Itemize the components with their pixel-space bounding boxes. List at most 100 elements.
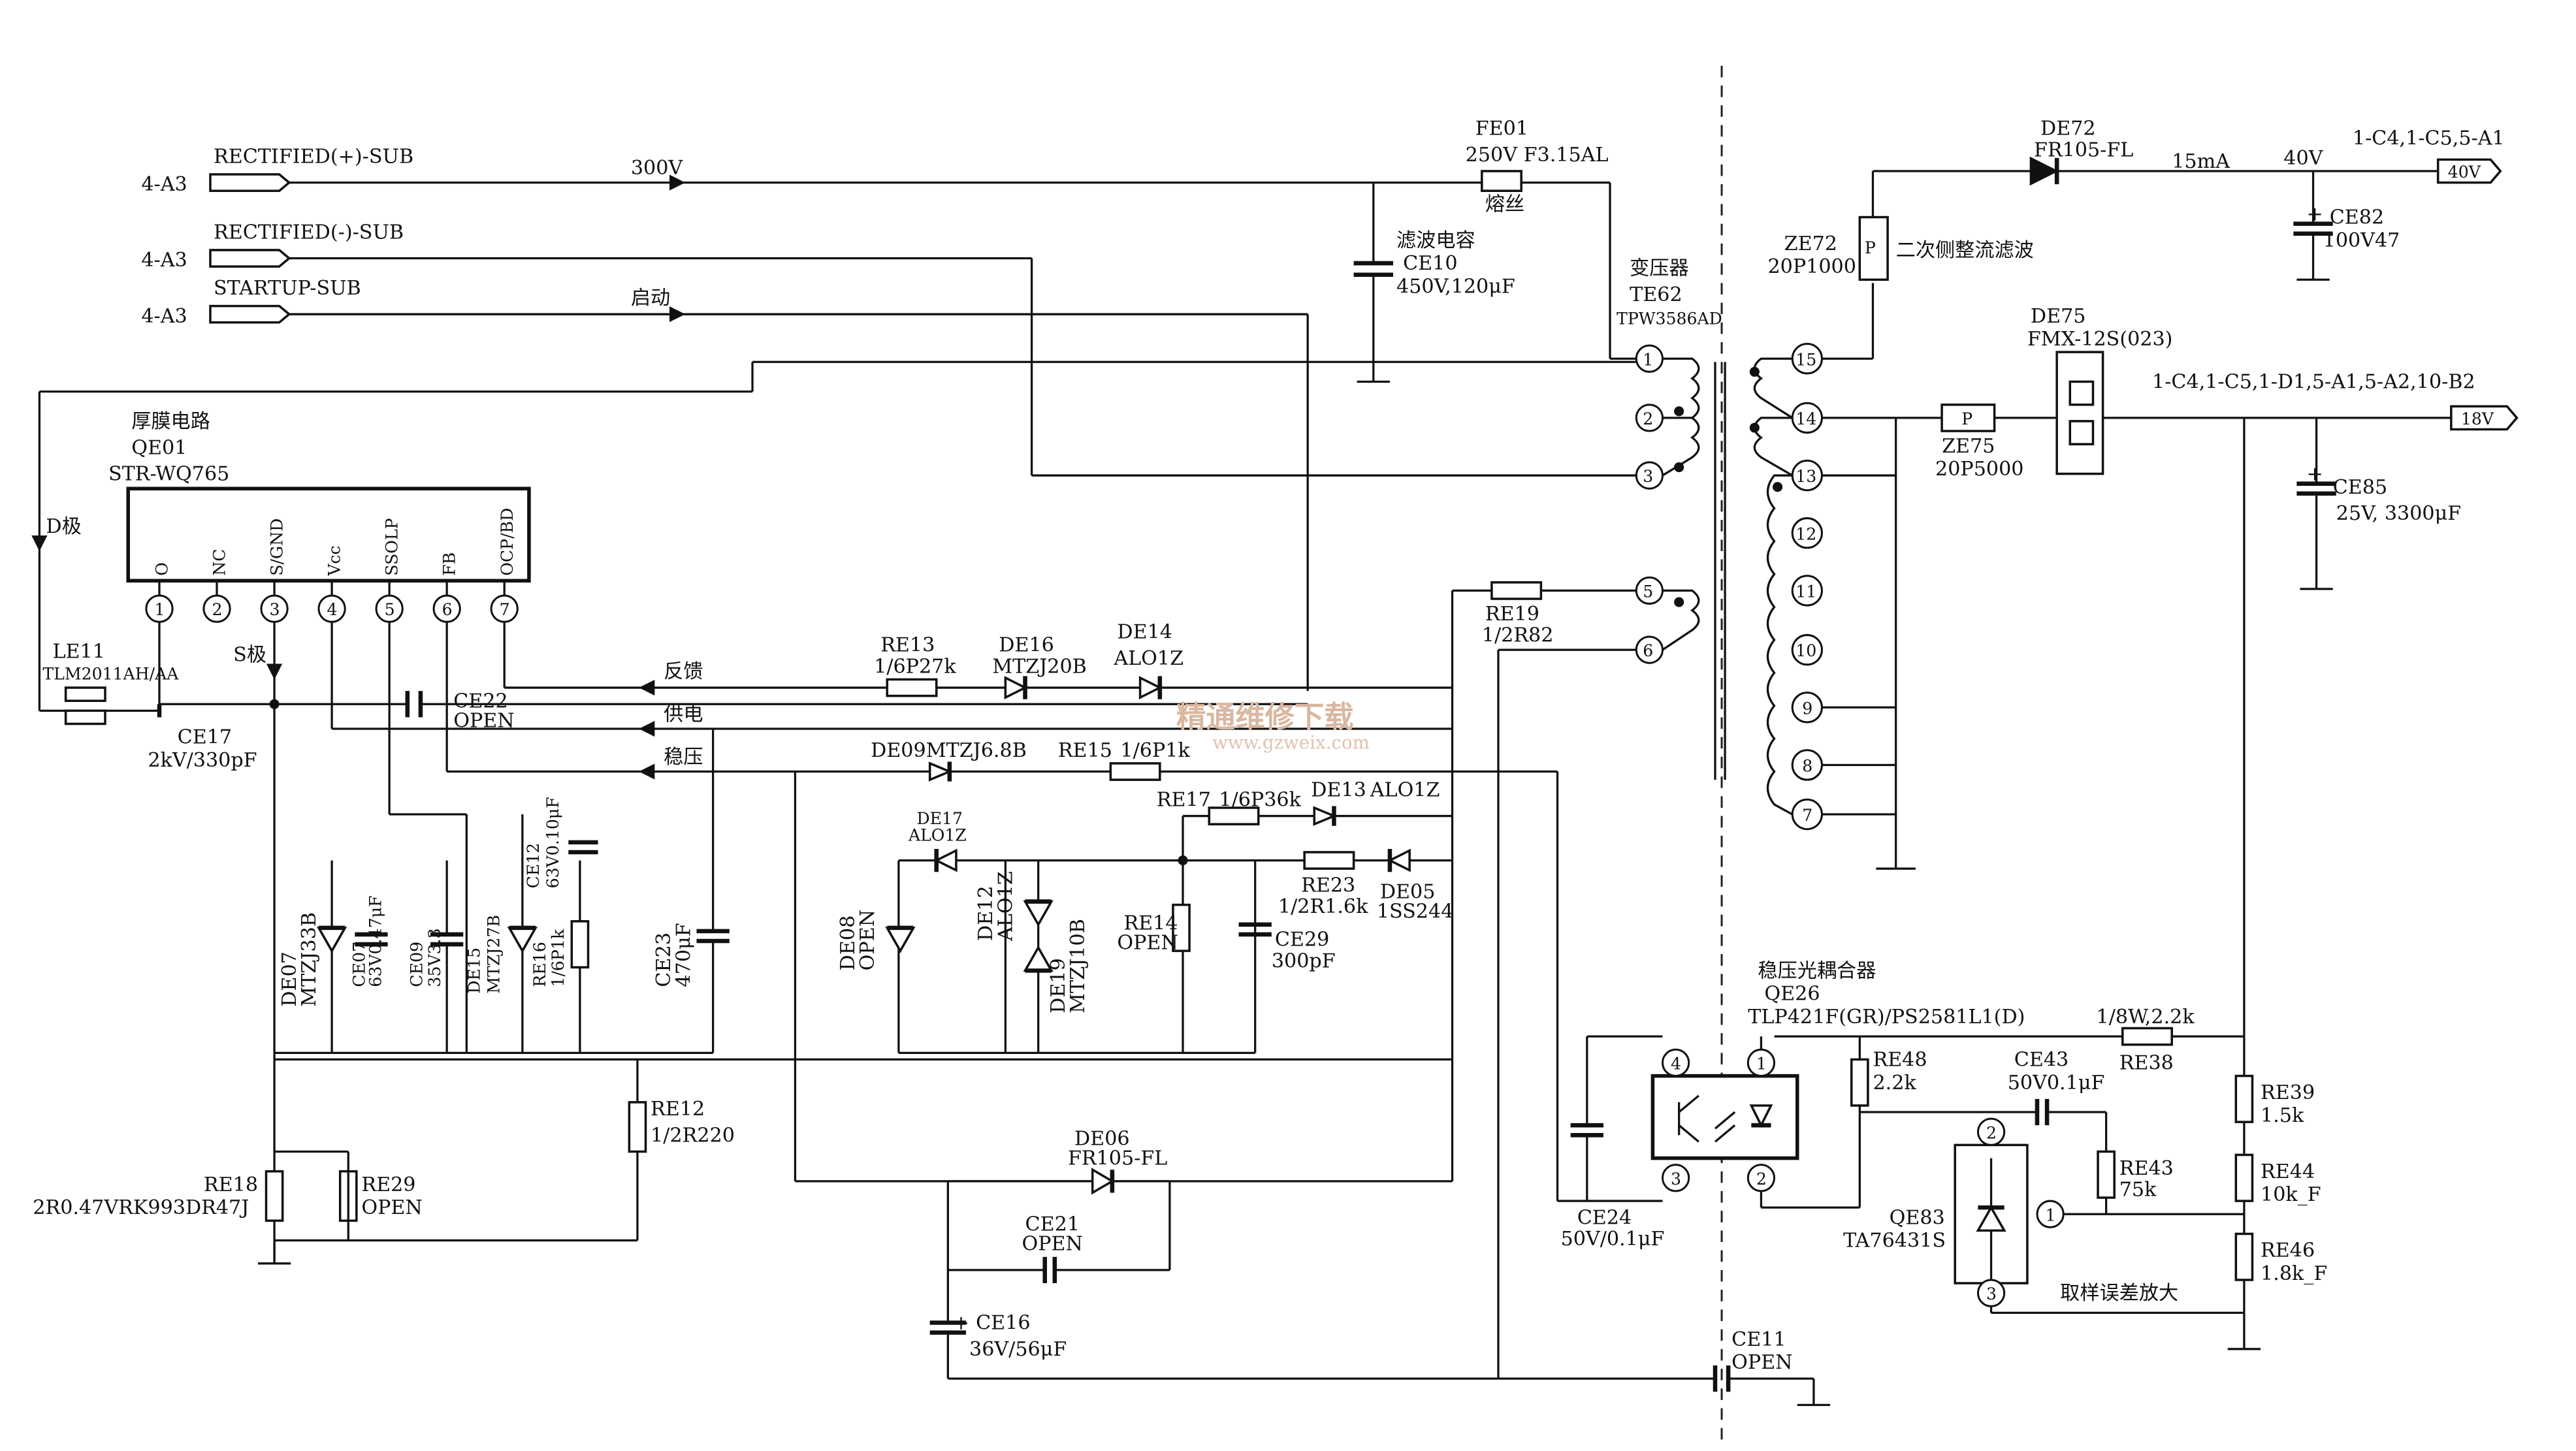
ce11-value: OPEN: [1731, 1351, 1792, 1374]
fuse-name: 熔丝: [1485, 193, 1524, 215]
re29-value: OPEN: [361, 1196, 422, 1219]
svg-text:8: 8: [1802, 757, 1812, 776]
re43-ref: RE43: [2119, 1157, 2174, 1180]
ic-pin-3: S/GND 3: [260, 518, 289, 623]
fuse-ref: FE01: [1475, 118, 1528, 140]
input-label: STARTUP-SUB: [214, 277, 361, 300]
drain-wire: D极: [31, 355, 1637, 711]
re18-ref: RE18: [204, 1173, 258, 1196]
tag-18v: 18V: [2461, 409, 2494, 428]
ce16-value: 36V/56μF: [969, 1338, 1067, 1361]
svg-text:7: 7: [500, 600, 510, 619]
svg-text:7: 7: [1802, 806, 1812, 825]
fuse-rating: 250V F3.15AL: [1466, 144, 1609, 167]
svg-text:14: 14: [1795, 409, 1816, 428]
svg-text:2: 2: [1643, 409, 1653, 428]
svg-text:1: 1: [2046, 1205, 2056, 1224]
ce12-ref: CE12: [524, 843, 543, 889]
node-720: DE17 ALO1Z RE23 1/2R1.6k DE05 1SS244: [897, 809, 1453, 1053]
svg-text:1: 1: [1643, 350, 1653, 369]
re18-value: 2R0.47VRK993DR47J: [33, 1196, 249, 1219]
ic-pin-2: NC 2: [202, 549, 231, 623]
qe26-ref: QE26: [1764, 983, 1820, 1006]
input-ref: 4-A3: [141, 305, 187, 328]
ce85-ref: CE85: [2333, 476, 2387, 499]
de75-value: FMX-12S(023): [2027, 328, 2173, 351]
transformer-name: 变压器: [1630, 257, 1689, 280]
input-label: RECTIFIED(-)-SUB: [214, 221, 404, 244]
svg-text:+: +: [953, 1312, 969, 1335]
de05-ref: DE05: [1380, 881, 1436, 904]
re46-ref: RE46: [2261, 1239, 2315, 1262]
svg-text:FB: FB: [440, 552, 459, 576]
de13-ref: DE13: [1311, 778, 1366, 801]
qe26-value: TLP421F(GR)/PS2581L1(D): [1748, 1006, 2025, 1028]
ic-pin-1: O 1: [145, 562, 174, 623]
re48-value: 2.2k: [1873, 1072, 1916, 1094]
svg-text:NC: NC: [210, 549, 229, 575]
svg-text:15: 15: [1795, 350, 1816, 369]
ce07-value: 63V0.47μF: [366, 895, 385, 987]
ce17-ref: CE17: [178, 726, 232, 749]
ce16-ref: CE16: [976, 1312, 1030, 1335]
de14-ref: DE14: [1117, 620, 1172, 643]
ce22-ref: CE22: [453, 690, 507, 712]
de15-value: MTZJ27B: [485, 915, 504, 994]
supply-rectifier: DE06 FR105-FL CE21 OPEN + CE16 36V/56μF: [929, 1127, 1498, 1380]
de13-value: ALO1Z: [1370, 778, 1440, 801]
output-18v: P ZE75 20P5000 DE75 FMX-12S(023) 1-C4,1-…: [1822, 305, 2519, 1349]
de19-value: MTZJ10B: [1067, 919, 1089, 1013]
ce07-ref: CE07: [349, 942, 368, 987]
sampling-amp-label: 取样误差放大: [2060, 1282, 2178, 1305]
ce43-value: 50V0.1μF: [2008, 1072, 2105, 1094]
watermark-url: www.gzweix.com: [1212, 731, 1370, 753]
transformer-part: TPW3586AD: [1617, 309, 1722, 328]
ce09-ref: CE09: [407, 942, 426, 987]
filter-cap-value: 450V,120μF: [1396, 275, 1515, 298]
re16-ref: RE16: [530, 942, 549, 987]
startup-label: 启动: [631, 287, 670, 310]
s-pole-label: S极: [233, 644, 266, 667]
de14-value: ALO1Z: [1113, 647, 1183, 670]
input-ref: 4-A3: [141, 173, 187, 196]
svg-text:+: +: [2306, 203, 2323, 226]
feedback-label: 反馈: [664, 660, 703, 683]
re14-ref: RE14: [1123, 912, 1178, 934]
svg-text:1: 1: [1756, 1055, 1767, 1074]
ic-pin-4: Vcc 4: [317, 545, 346, 623]
svg-text:6: 6: [442, 600, 453, 619]
re12-value: 1/2R220: [651, 1124, 735, 1147]
de75-ref: DE75: [2031, 305, 2086, 328]
tag-40v: 40V: [2448, 163, 2481, 182]
re29-ref: RE29: [361, 1173, 415, 1196]
secondary-filter-label: 二次侧整流滤波: [1896, 239, 2034, 262]
svg-text:6: 6: [1643, 641, 1653, 660]
ze72-value: 20P1000: [1767, 255, 1856, 278]
de17-value: ALO1Z: [908, 825, 967, 844]
de07-ref: DE07: [278, 951, 301, 1007]
fuse-fe01: FE01 250V F3.15AL 熔丝: [1466, 118, 1611, 359]
de17-ref: DE17: [917, 809, 963, 828]
de15-ref: DE15: [464, 948, 483, 994]
ce22: CE22 OPEN: [274, 690, 1308, 733]
optocoupler-label: 稳压光耦合器: [1758, 959, 1876, 982]
re44-ref: RE44: [2261, 1160, 2315, 1183]
svg-text:Vcc: Vcc: [325, 545, 344, 576]
re13-value: 1/6P27k: [874, 655, 956, 678]
ze72-ref: ZE72: [1784, 232, 1837, 255]
d-pole-label: D极: [46, 515, 81, 538]
svg-text:5: 5: [1643, 582, 1653, 601]
input-ref: 4-A3: [141, 249, 187, 272]
optocoupler-qe26: 稳压光耦合器 QE26 TLP421F(GR)/PS2581L1(D) 4 3 …: [1650, 959, 2244, 1209]
re39-ref: RE39: [2261, 1081, 2315, 1104]
ze75-value: 20P5000: [1935, 458, 2023, 481]
re13-ref: RE13: [880, 634, 935, 657]
clamp-zeners: DE07 MTZJ33B CE07 63V0.47μF CE09 35V3.3 …: [278, 729, 730, 1053]
re39-value: 1.5k: [2261, 1104, 2304, 1127]
ce24-value: 50V/0.1μF: [1561, 1228, 1665, 1251]
svg-text:P: P: [1961, 409, 1972, 428]
svg-text:5: 5: [385, 600, 395, 619]
de09-ref: DE09MTZJ6.8B: [871, 739, 1027, 762]
ce24-ref: CE24: [1577, 1206, 1632, 1229]
